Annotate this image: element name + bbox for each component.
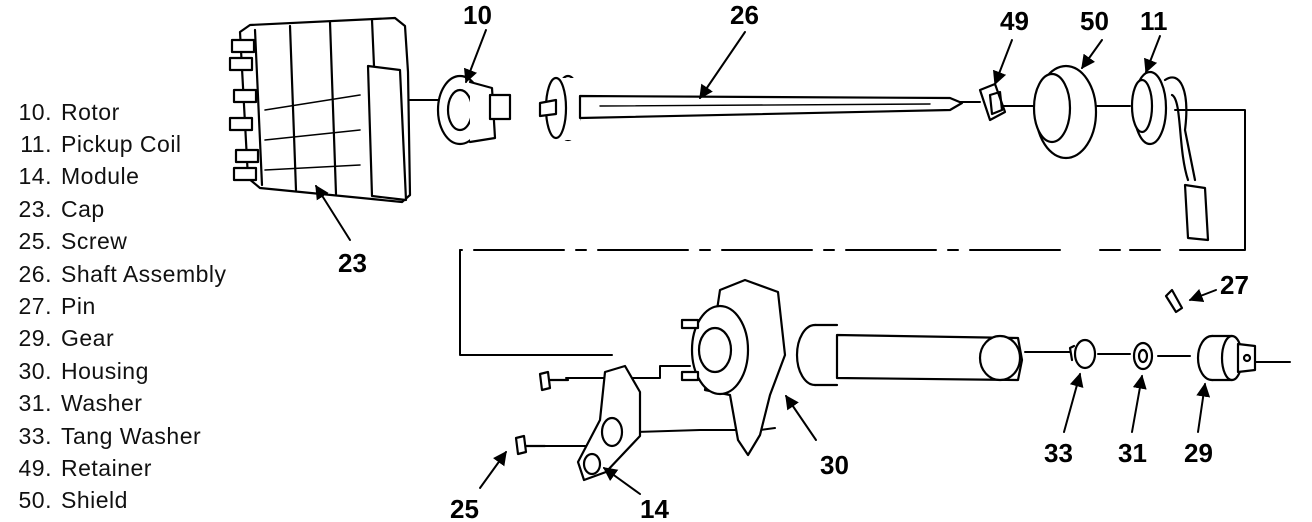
legend-number: 50. <box>18 487 52 514</box>
legend-label: Screw <box>61 228 128 255</box>
parts-legend: 10. Rotor 11. Pickup Coil 14. Module 23. Cap… <box>0 96 300 517</box>
callout-31: 31 <box>1118 438 1147 468</box>
callout-10: 10 <box>463 0 492 30</box>
callout-25: 25 <box>450 494 479 522</box>
legend-label: Gear <box>61 325 115 352</box>
legend-number: 10. <box>18 98 52 125</box>
tang-washer <box>1068 338 1097 370</box>
legend-item-washer: 31. Washer <box>0 388 300 420</box>
legend-item-shield: 50. Shield <box>0 485 300 517</box>
legend-label: Tang Washer <box>61 422 202 449</box>
retainer <box>978 82 1007 122</box>
legend-number: 11. <box>20 131 52 158</box>
legend-item-housing: 30. Housing <box>0 355 300 387</box>
callout-49: 49 <box>1000 6 1029 36</box>
legend-number: 30. <box>18 357 52 384</box>
callout-29: 29 <box>1184 438 1213 468</box>
pin <box>1164 288 1184 314</box>
legend-label: Housing <box>61 357 149 384</box>
callout-30: 30 <box>820 450 849 480</box>
legend-item-screw: 25. Screw <box>0 226 300 258</box>
legend-number: 31. <box>18 390 52 417</box>
legend-item-gear: 29. Gear <box>0 323 300 355</box>
callout-11: 11 <box>1140 6 1168 36</box>
legend-label: Module <box>61 163 140 190</box>
legend-item-pin: 27. Pin <box>0 290 300 322</box>
legend-item-rotor: 10. Rotor <box>0 96 300 128</box>
callout-labels: 10 26 49 50 11 23 27 30 33 31 29 25 14 <box>338 0 1249 522</box>
callout-27: 27 <box>1220 270 1249 300</box>
distributor-cap <box>228 16 412 204</box>
legend-number: 23. <box>18 195 52 222</box>
legend-item-cap: 23. Cap <box>0 193 300 225</box>
module <box>576 364 642 482</box>
legend-label: Washer <box>61 390 143 417</box>
legend-item-tang-washer: 33. Tang Washer <box>0 420 300 452</box>
legend-label: Pin <box>61 293 96 320</box>
callout-26: 26 <box>730 0 759 30</box>
legend-number: 49. <box>18 454 52 481</box>
legend-number: 25. <box>18 228 52 255</box>
gear <box>1196 334 1257 382</box>
legend-number: 14. <box>18 163 52 190</box>
screws <box>514 370 570 456</box>
legend-item-retainer: 49. Retainer <box>0 452 300 484</box>
legend-item-shaft-assembly: 26. Shaft Assembly <box>0 258 300 290</box>
legend-number: 26. <box>18 260 52 287</box>
legend-label: Shield <box>61 487 128 514</box>
callout-14: 14 <box>640 494 669 522</box>
leader-arrows <box>315 29 1217 495</box>
legend-number: 27. <box>18 293 52 320</box>
shield <box>1032 64 1098 160</box>
legend-item-pickup-coil: 11. Pickup Coil <box>0 128 300 160</box>
legend-label: Retainer <box>61 454 152 481</box>
pickup-coil <box>1130 70 1210 242</box>
housing <box>680 278 1024 457</box>
callout-33: 33 <box>1044 438 1073 468</box>
legend-label: Cap <box>61 195 105 222</box>
shaft-assembly <box>538 74 964 142</box>
legend-number: 29. <box>18 325 52 352</box>
legend-number: 33. <box>18 422 52 449</box>
legend-label: Pickup Coil <box>61 131 182 158</box>
washer <box>1132 341 1154 371</box>
legend-label: Rotor <box>61 98 120 125</box>
rotor <box>436 74 512 146</box>
alignment-lines <box>409 99 1291 447</box>
callout-50: 50 <box>1080 6 1109 36</box>
legend-item-module: 14. Module <box>0 161 300 193</box>
callout-23: 23 <box>338 248 367 278</box>
legend-label: Shaft Assembly <box>61 260 227 287</box>
